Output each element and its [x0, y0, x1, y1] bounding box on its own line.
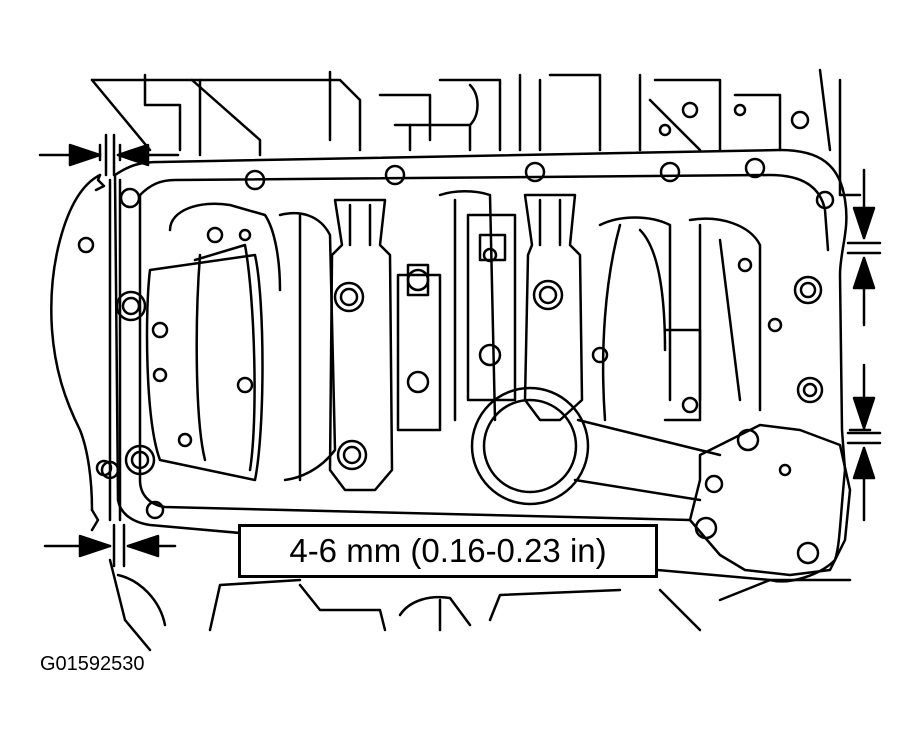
crankshaft [145, 190, 783, 482]
callout-text: 4-6 mm (0.16-0.23 in) [289, 532, 607, 569]
main-bearing-caps [328, 193, 702, 492]
figure-id-label: G01592530 [40, 653, 145, 675]
dimension-arrows-upper-left [38, 133, 180, 177]
lower-structure [108, 428, 872, 652]
dimension-arrows-upper-right [846, 168, 882, 327]
timing-cover-edge [50, 173, 122, 532]
bolt-heads [115, 247, 824, 476]
dimension-arrows-lower-left [43, 523, 177, 568]
clearance-callout: 4-6 mm (0.16-0.23 in) [238, 524, 658, 578]
oil-pickup-tube [470, 386, 852, 577]
dimension-arrows-lower-right [846, 363, 882, 522]
upper-engine-structure [90, 68, 862, 197]
